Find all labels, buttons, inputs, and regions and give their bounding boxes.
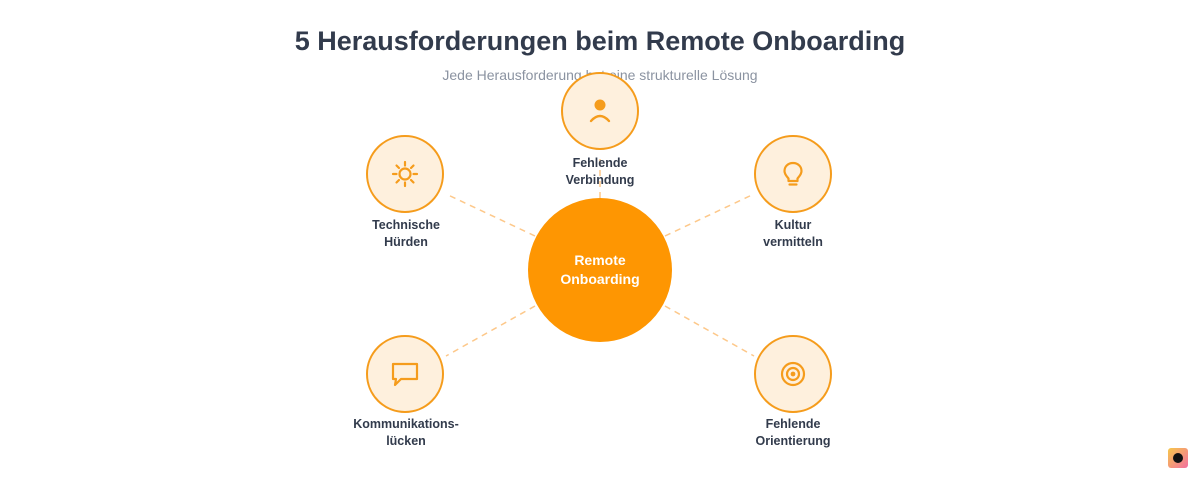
lightbulb-icon xyxy=(778,159,808,189)
label-line1: Fehlende xyxy=(572,156,628,170)
connector-kommunikation xyxy=(445,305,536,357)
page-title: 5 Herausforderungen beim Remote Onboardi… xyxy=(294,26,906,56)
label-line2: Hürden xyxy=(384,235,428,249)
label-line1: Kommunikations- xyxy=(353,417,459,431)
person-icon xyxy=(585,96,615,126)
label-line2: Orientierung xyxy=(755,434,831,448)
label-line2: lücken xyxy=(386,434,426,448)
connector-technik xyxy=(445,193,536,237)
label-line2: vermitteln xyxy=(763,235,823,249)
chat-bubble-icon xyxy=(389,359,421,389)
label-line1: Technische xyxy=(372,218,440,232)
label-line2: Verbindung xyxy=(565,173,635,187)
label-technische-huerden: Technische Hürden xyxy=(326,217,486,251)
label-fehlende-verbindung: Fehlende Verbindung xyxy=(520,155,680,189)
label-line1: Fehlende xyxy=(765,417,821,431)
node-kultur-vermitteln xyxy=(754,135,832,213)
connector-orientierung xyxy=(664,305,755,357)
label-kultur-vermitteln: Kultur vermitteln xyxy=(713,217,873,251)
label-fehlende-orientierung: Fehlende Orientierung xyxy=(713,416,873,450)
badge-dot-icon xyxy=(1173,453,1183,463)
label-kommunikationsluecken: Kommunikations- lücken xyxy=(326,416,486,450)
sun-gear-icon xyxy=(390,159,420,189)
connector-kultur xyxy=(664,193,755,237)
center-label-line1: Remote xyxy=(574,252,626,268)
center-node: Remote Onboarding xyxy=(528,198,672,342)
center-label-line2: Onboarding xyxy=(560,271,640,287)
target-icon xyxy=(778,359,808,389)
label-line1: Kultur xyxy=(774,218,812,232)
node-fehlende-verbindung xyxy=(561,72,639,150)
corner-badge[interactable] xyxy=(1168,448,1188,468)
node-kommunikationsluecken xyxy=(366,335,444,413)
node-technische-huerden xyxy=(366,135,444,213)
node-fehlende-orientierung xyxy=(754,335,832,413)
